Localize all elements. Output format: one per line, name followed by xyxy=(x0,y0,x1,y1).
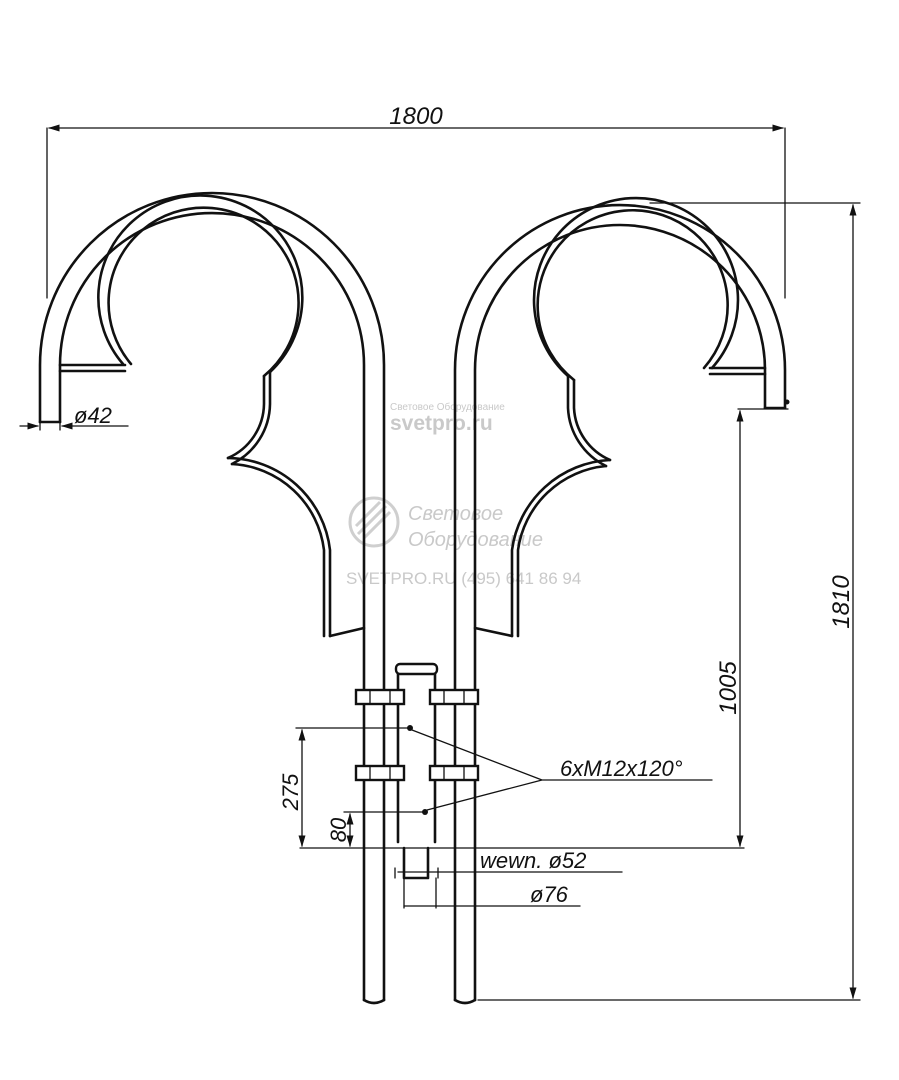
left-crossbar xyxy=(58,363,127,373)
right-brace xyxy=(510,458,612,638)
right-curl-outer xyxy=(532,196,740,378)
left-brace xyxy=(226,456,332,638)
dim-52-ticks xyxy=(394,867,439,879)
sleeve-pipe-stub xyxy=(402,846,430,880)
left-curl-outer xyxy=(97,194,304,374)
right-tube-hole xyxy=(784,399,790,405)
left-brace-foot xyxy=(328,626,366,638)
left-tube-bottom xyxy=(362,998,386,1005)
dim-275-label: 275 xyxy=(278,773,303,811)
left-arm xyxy=(38,191,386,1005)
right-crossbar xyxy=(708,366,767,376)
clamp-lower-right xyxy=(428,764,480,782)
dim-1810-label: 1810 xyxy=(828,575,855,629)
dim-1005-label: 1005 xyxy=(715,661,742,715)
clamp-lower-left xyxy=(354,764,406,782)
right-tube-outer xyxy=(453,203,787,1002)
dim-1800-extensions xyxy=(46,127,786,299)
dim-1005-extensions xyxy=(299,408,789,849)
left-curl-inner xyxy=(107,206,300,378)
left-tube-inner xyxy=(58,211,366,1002)
dim-42-label: ø42 xyxy=(74,403,112,428)
right-brace-foot xyxy=(473,626,514,638)
bolts-leader xyxy=(411,729,713,811)
clamp-upper-left xyxy=(354,688,406,706)
bolts-label: 6xM12x120° xyxy=(560,756,683,781)
watermark: Световое Оборудование svetpro.ru Светово… xyxy=(346,401,581,588)
watermark-contact: SVETPRO.RU (495) 641 86 94 xyxy=(346,569,581,588)
right-tube-inner xyxy=(473,223,767,1002)
watermark-site: svetpro.ru xyxy=(390,412,493,435)
watermark-logo-stripes-icon xyxy=(354,500,392,540)
dim-1810-extensions xyxy=(477,202,861,1001)
left-curl-tail xyxy=(226,370,272,466)
watermark-caption: Световое Оборудование xyxy=(390,401,505,413)
left-tube-outer xyxy=(38,191,386,1002)
right-curl-tail xyxy=(566,374,612,468)
watermark-logo-icon xyxy=(348,496,400,548)
dimension-lines: 1800 1810 1005 275 80 ø42 6xM12x120° wew… xyxy=(19,103,861,1001)
dim-80-label: 80 xyxy=(326,817,351,842)
clamp-bolts xyxy=(369,689,465,781)
right-tube-bottom xyxy=(453,998,477,1005)
dim-76-extensions xyxy=(403,877,437,909)
dim-52-label: wewn. ø52 xyxy=(480,848,586,873)
right-arm xyxy=(453,196,790,1005)
sleeve-cap xyxy=(394,662,439,676)
dim-42-extensions xyxy=(39,421,61,431)
central-sleeve xyxy=(354,662,480,880)
right-curl-inner xyxy=(536,208,729,382)
clamp-upper-right xyxy=(428,688,480,706)
dim-1800-label: 1800 xyxy=(389,103,443,130)
dim-76-label: ø76 xyxy=(530,882,569,907)
